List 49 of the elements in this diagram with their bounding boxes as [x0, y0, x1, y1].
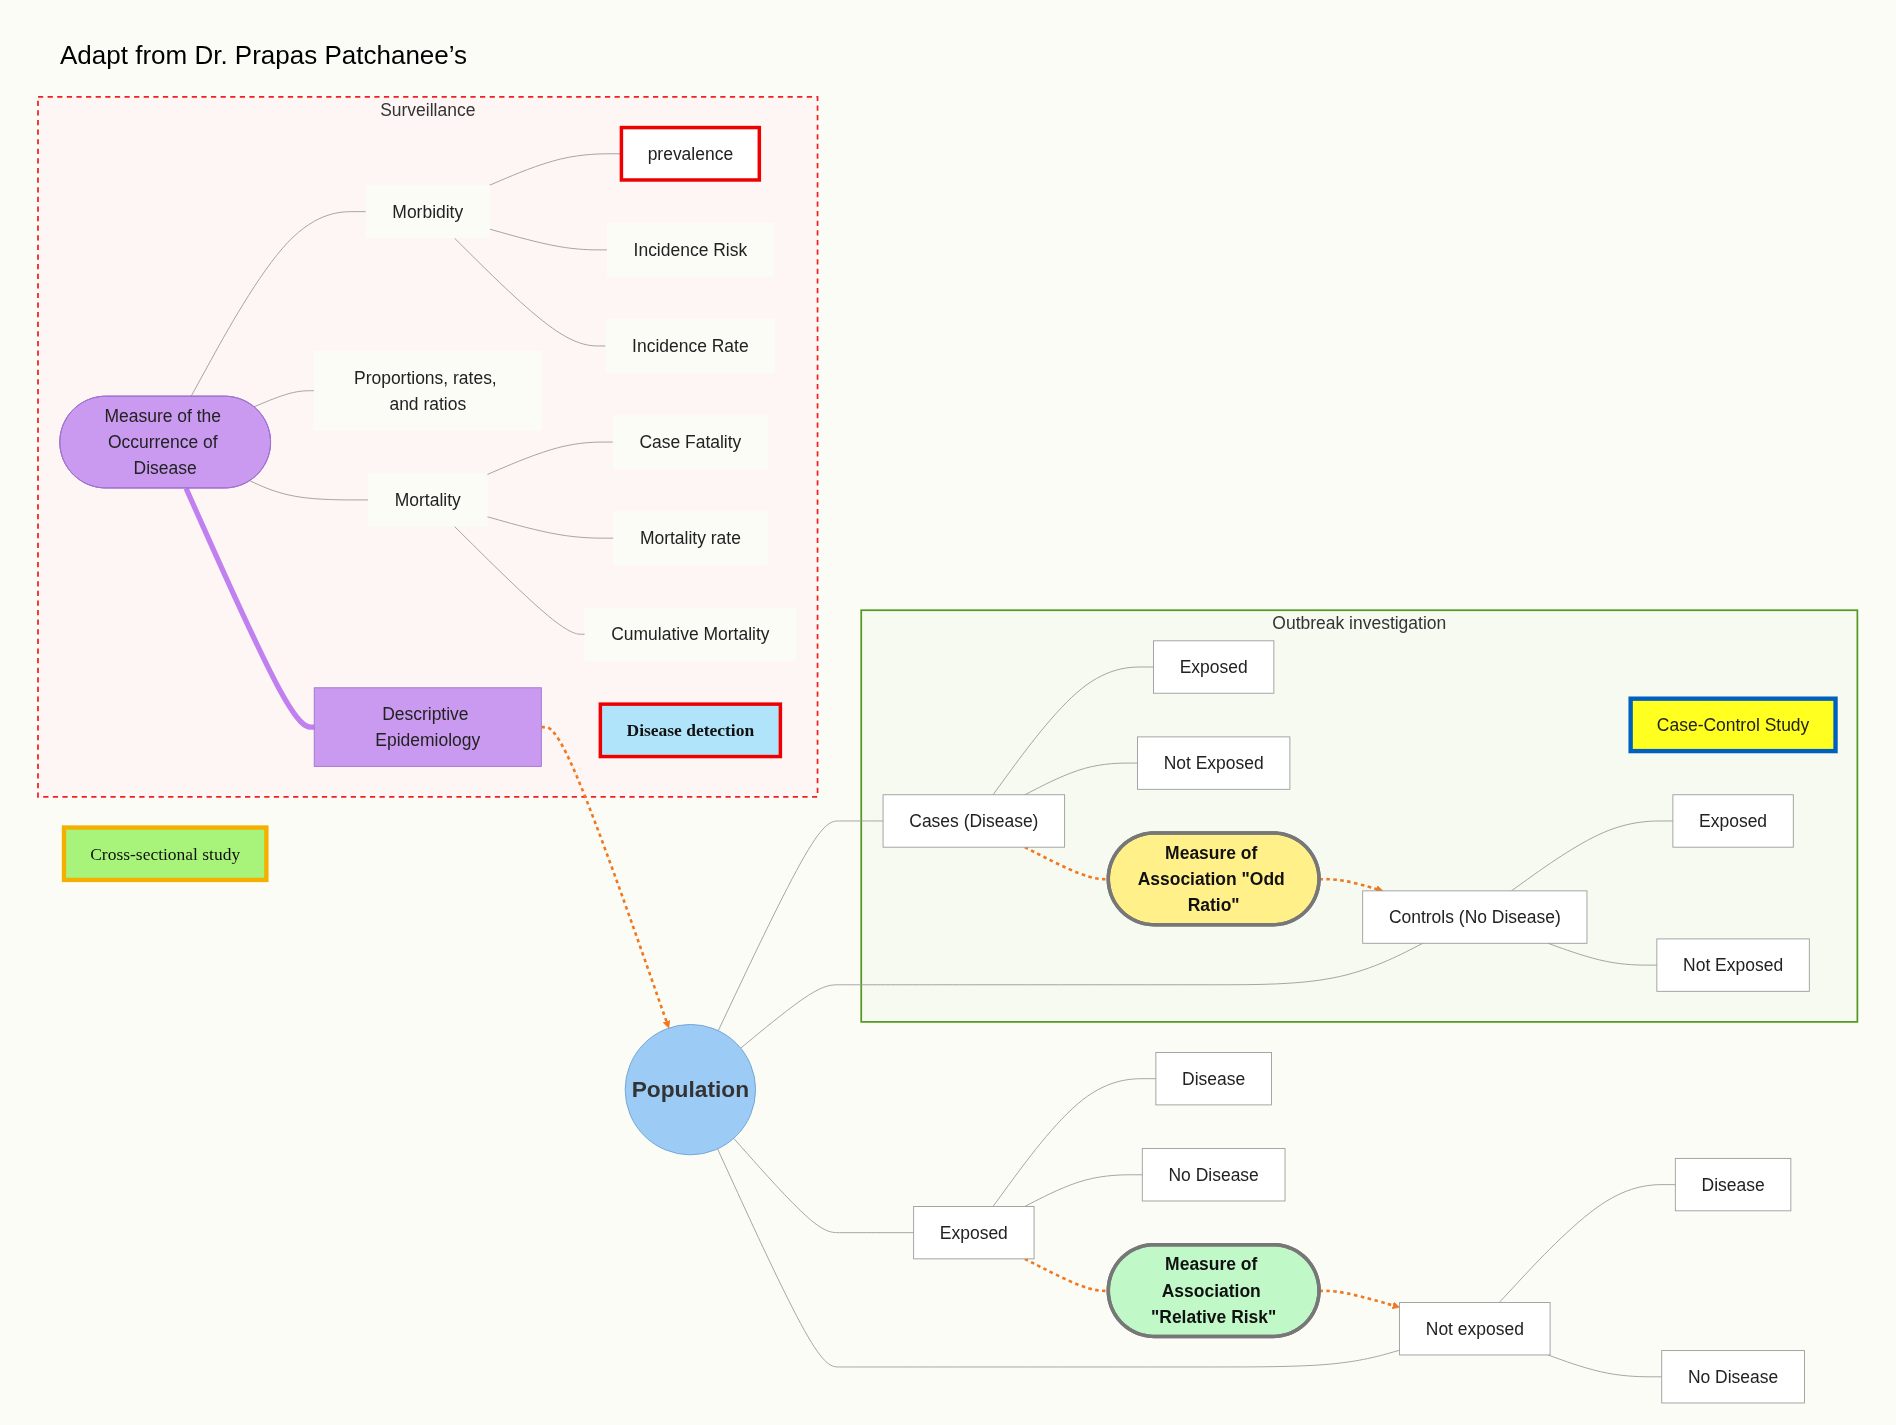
- connector: [992, 666, 1155, 796]
- node-box: Cross-sectional study: [62, 825, 269, 883]
- connector: [253, 390, 315, 408]
- source-note: Adapt from Dr. Prapas Patchanee’s: [60, 40, 468, 71]
- node-box: prevalence: [620, 125, 762, 182]
- connector: [992, 1078, 1157, 1207]
- node-box: Proportions, rates, and ratios: [314, 351, 543, 431]
- connector: [1547, 1354, 1663, 1378]
- node-box: Exposed: [1672, 794, 1795, 848]
- node-box: Disease detection: [598, 702, 783, 759]
- node-box: Not exposed: [1399, 1302, 1551, 1356]
- node-box: Disease: [1155, 1052, 1273, 1106]
- connector: [717, 1148, 1401, 1368]
- node-box: Exposed: [913, 1206, 1035, 1260]
- node-box: Disease: [1675, 1157, 1792, 1212]
- node-box: Exposed: [1153, 640, 1275, 694]
- connector: [486, 516, 615, 539]
- connector: [733, 1137, 915, 1234]
- node-box: Descriptive Epidemiology: [314, 687, 543, 767]
- arrow: [1319, 877, 1384, 893]
- arrow: [541, 725, 671, 1029]
- connector: [1024, 762, 1139, 796]
- connector: [718, 820, 884, 1032]
- node-box: Cases (Disease): [882, 794, 1066, 848]
- connector: [486, 441, 614, 476]
- node-box: Not Exposed: [1137, 736, 1291, 790]
- connector: [454, 525, 586, 635]
- node-box: No Disease: [1661, 1350, 1806, 1404]
- connector: [489, 228, 609, 251]
- node-circle: Population: [625, 1023, 757, 1156]
- node-box: No Disease: [1142, 1148, 1286, 1202]
- node-box: Mortality rate: [613, 511, 768, 565]
- node-box: Case-Control Study: [1628, 696, 1839, 754]
- node-box: Mortality: [368, 473, 488, 527]
- connector: [1499, 1184, 1677, 1303]
- connector: [190, 211, 367, 398]
- connector: [1511, 820, 1674, 892]
- connector: [184, 487, 315, 730]
- node-box: Controls (No Disease): [1362, 890, 1588, 944]
- node-box: Case Fatality: [613, 415, 769, 469]
- node-box: Incidence Rate: [605, 319, 776, 373]
- connector: [250, 480, 370, 501]
- arrow: [1319, 1289, 1401, 1310]
- connector: [454, 237, 607, 347]
- node-box: Cumulative Mortality: [584, 607, 797, 661]
- node-box: Not Exposed: [1656, 938, 1811, 992]
- node-box: Morbidity: [366, 185, 491, 239]
- connector: [1024, 1174, 1144, 1207]
- node-box: Incidence Risk: [607, 223, 775, 277]
